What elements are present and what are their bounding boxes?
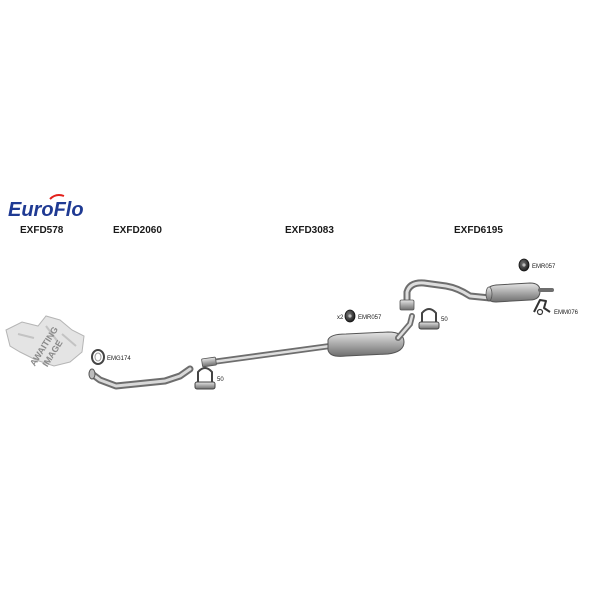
emr057-mid-qty: x2 — [337, 315, 344, 321]
u-bolt-clamp-icon — [194, 367, 216, 390]
ref-label-emm076: EMM076 — [554, 310, 579, 316]
brand-logo: EuroFlo — [8, 194, 84, 221]
ref-label-emr057-mid: EMR057 — [358, 315, 382, 321]
logo-text-euro: Euro — [8, 199, 54, 221]
logo-swoosh-icon — [49, 194, 65, 200]
exhaust-hanger-icon — [533, 299, 551, 316]
u-bolt-clamp-icon — [418, 308, 440, 330]
centre-silencer-exfd3083 — [201, 313, 415, 368]
part-code-exfd578: EXFD578 — [20, 225, 64, 236]
logo-text-flo: Flo — [54, 199, 84, 221]
clamp-size-mid: 50 — [441, 317, 448, 323]
ref-label-emg174: EMG174 — [107, 356, 131, 362]
svg-text:EuroFlo: EuroFlo — [8, 199, 84, 221]
part-code-exfd3083: EXFD3083 — [285, 225, 334, 236]
part-code-exfd6195: EXFD6195 — [454, 225, 503, 236]
rubber-mount-icon — [518, 258, 530, 272]
gasket-ring-icon — [91, 349, 105, 365]
rubber-mount-icon — [344, 309, 356, 323]
part-code-exfd2060: EXFD2060 — [113, 225, 162, 236]
rear-silencer-exfd6195 — [399, 279, 554, 311]
front-pipe-exfd2060 — [88, 365, 194, 390]
awaiting-image-placeholder: AWAITING IMAGE — [5, 315, 85, 369]
ref-label-emr057-rear: EMR057 — [532, 264, 556, 270]
clamp-size-front: 50 — [217, 377, 224, 383]
